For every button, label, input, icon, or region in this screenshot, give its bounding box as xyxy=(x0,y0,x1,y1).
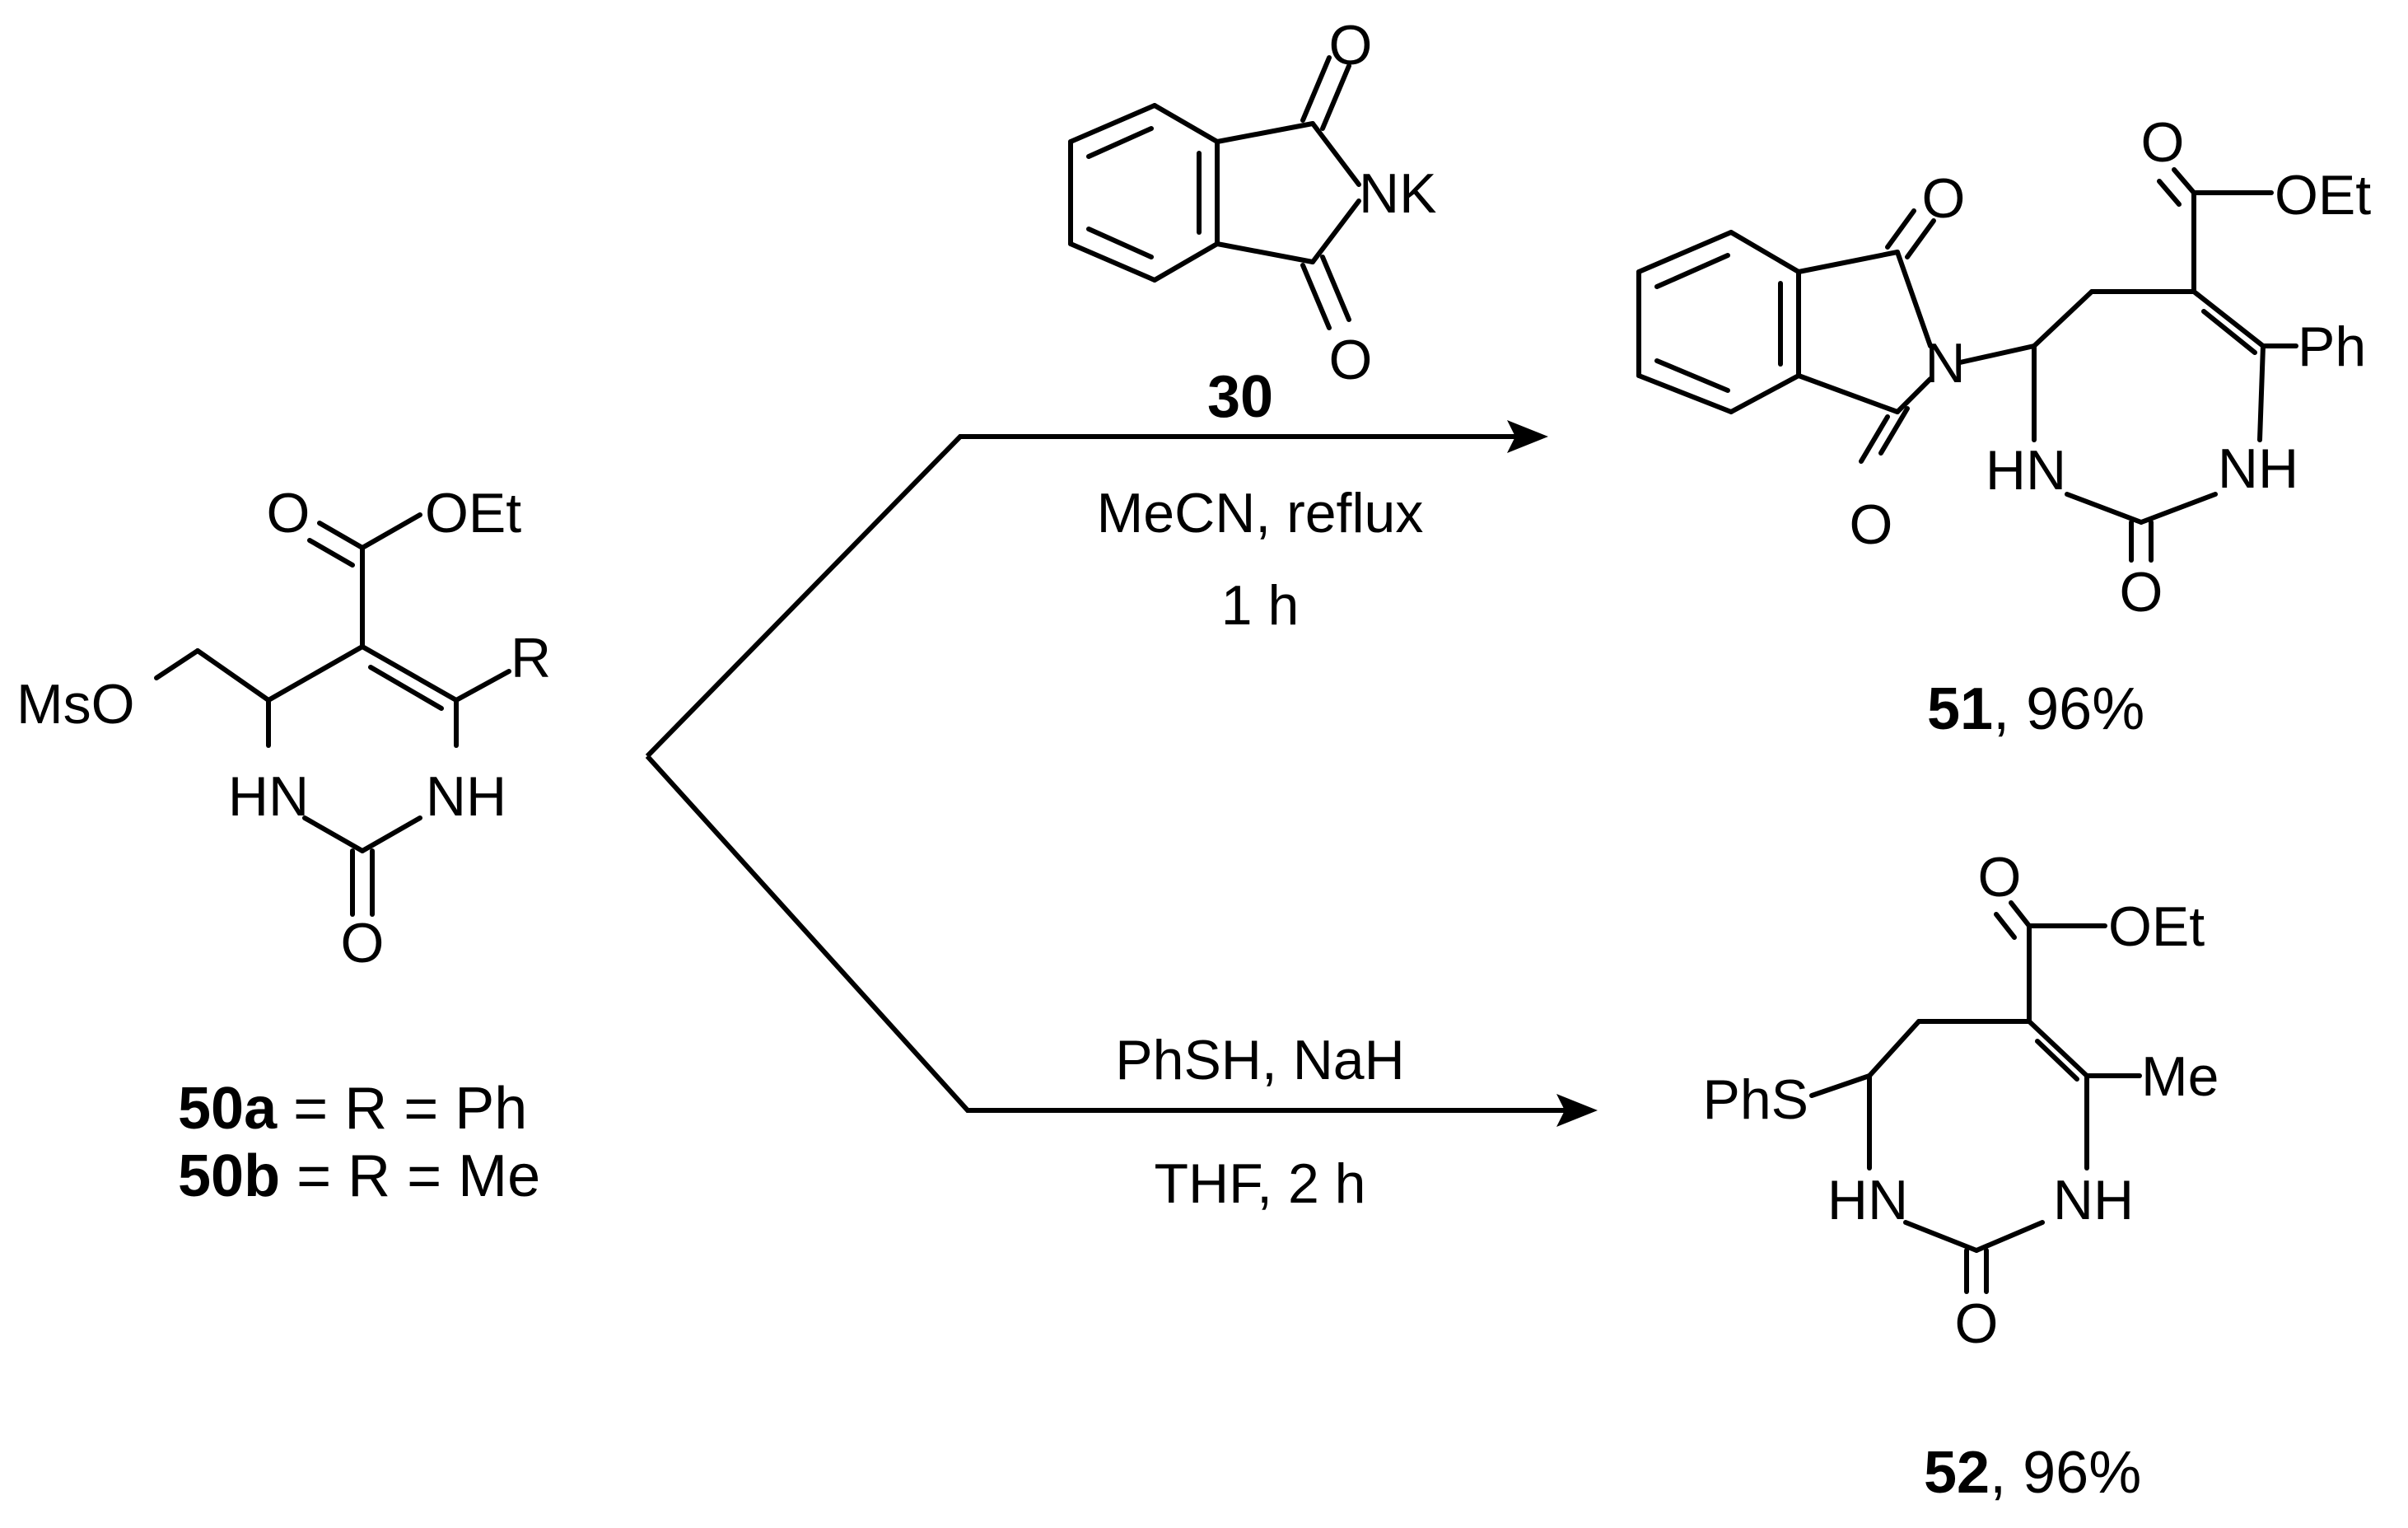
reactant-urea-o: O xyxy=(341,912,385,974)
reagent-30-nk: NK xyxy=(1359,162,1436,225)
product-52-caption: 52, 96% xyxy=(1924,1440,2141,1506)
reactant-carbonyl-o: O xyxy=(267,482,310,544)
product-51-urea-o: O xyxy=(2120,561,2163,624)
product-52-nh-left: HN xyxy=(1827,1169,1908,1231)
product-51-structure xyxy=(1636,167,2298,563)
reagent-30-o-bottom: O xyxy=(1329,329,1373,391)
reaction-arrows xyxy=(645,420,1598,1127)
product-51-ph: Ph xyxy=(2298,315,2366,378)
compound-id-52: 52 xyxy=(1924,1440,1990,1506)
product-51-caption: 51, 96% xyxy=(1927,676,2144,742)
arrow-top-path xyxy=(645,434,1532,759)
product-52-ester-oet: OEt xyxy=(2108,895,2205,958)
compound-id-30: 30 xyxy=(1207,364,1273,430)
reactant-caption-50a: 50a = R = Ph xyxy=(178,1076,527,1142)
compound-id-50a: 50a xyxy=(178,1076,278,1142)
reactant-r-label: R xyxy=(511,627,551,689)
product-52-yield: , 96% xyxy=(1990,1440,2141,1506)
product-52-structure xyxy=(1809,900,2142,1294)
product-52-carbonyl-o: O xyxy=(1978,846,2022,909)
reagent-30-structure xyxy=(1068,55,1361,330)
product-52-nh-right: NH xyxy=(2053,1169,2134,1231)
caption-50b-text: = R = Me xyxy=(280,1143,540,1209)
conditions-top-line2: 1 h xyxy=(1221,574,1300,637)
caption-50a-text: = R = Ph xyxy=(277,1076,527,1142)
reagent-30-o-top: O xyxy=(1329,14,1373,77)
product-51-ester-oet: OEt xyxy=(2275,164,2371,227)
conditions-bottom-line2: THF, 2 h xyxy=(1155,1152,1366,1215)
arrow-top-head xyxy=(1507,420,1548,453)
reactant-nh-right: NH xyxy=(426,765,506,828)
compound-id-51: 51 xyxy=(1927,676,1993,742)
conditions-top-line1: MeCN, reflux xyxy=(1097,482,1424,544)
conditions-bottom-line1: PhSH, NaH xyxy=(1115,1029,1404,1091)
product-51-yield: , 96% xyxy=(1993,676,2144,742)
reactant-50-structure xyxy=(154,512,511,917)
product-51-nh-right: NH xyxy=(2218,437,2298,500)
reactant-ester-oet: OEt xyxy=(425,482,521,544)
product-51-nh-left: HN xyxy=(1986,439,2066,502)
reactant-caption-50b: 50b = R = Me xyxy=(178,1143,540,1209)
product-51-n: N xyxy=(1925,332,1965,395)
product-52-me: Me xyxy=(2141,1045,2219,1108)
product-52-phs: PhS xyxy=(1702,1068,1808,1131)
product-51-phthalimide-o-bottom: O xyxy=(1850,493,1893,556)
reactant-nh-left: HN xyxy=(228,765,309,828)
product-51-phthalimide-o-top: O xyxy=(1922,167,1966,230)
compound-id-50b: 50b xyxy=(178,1143,280,1209)
arrow-bottom-path xyxy=(645,754,1581,1113)
product-52-urea-o: O xyxy=(1955,1292,1999,1355)
arrow-bottom-head xyxy=(1556,1094,1598,1127)
reactant-mso-label: MsO xyxy=(16,673,135,736)
product-51-carbonyl-o: O xyxy=(2141,111,2185,174)
